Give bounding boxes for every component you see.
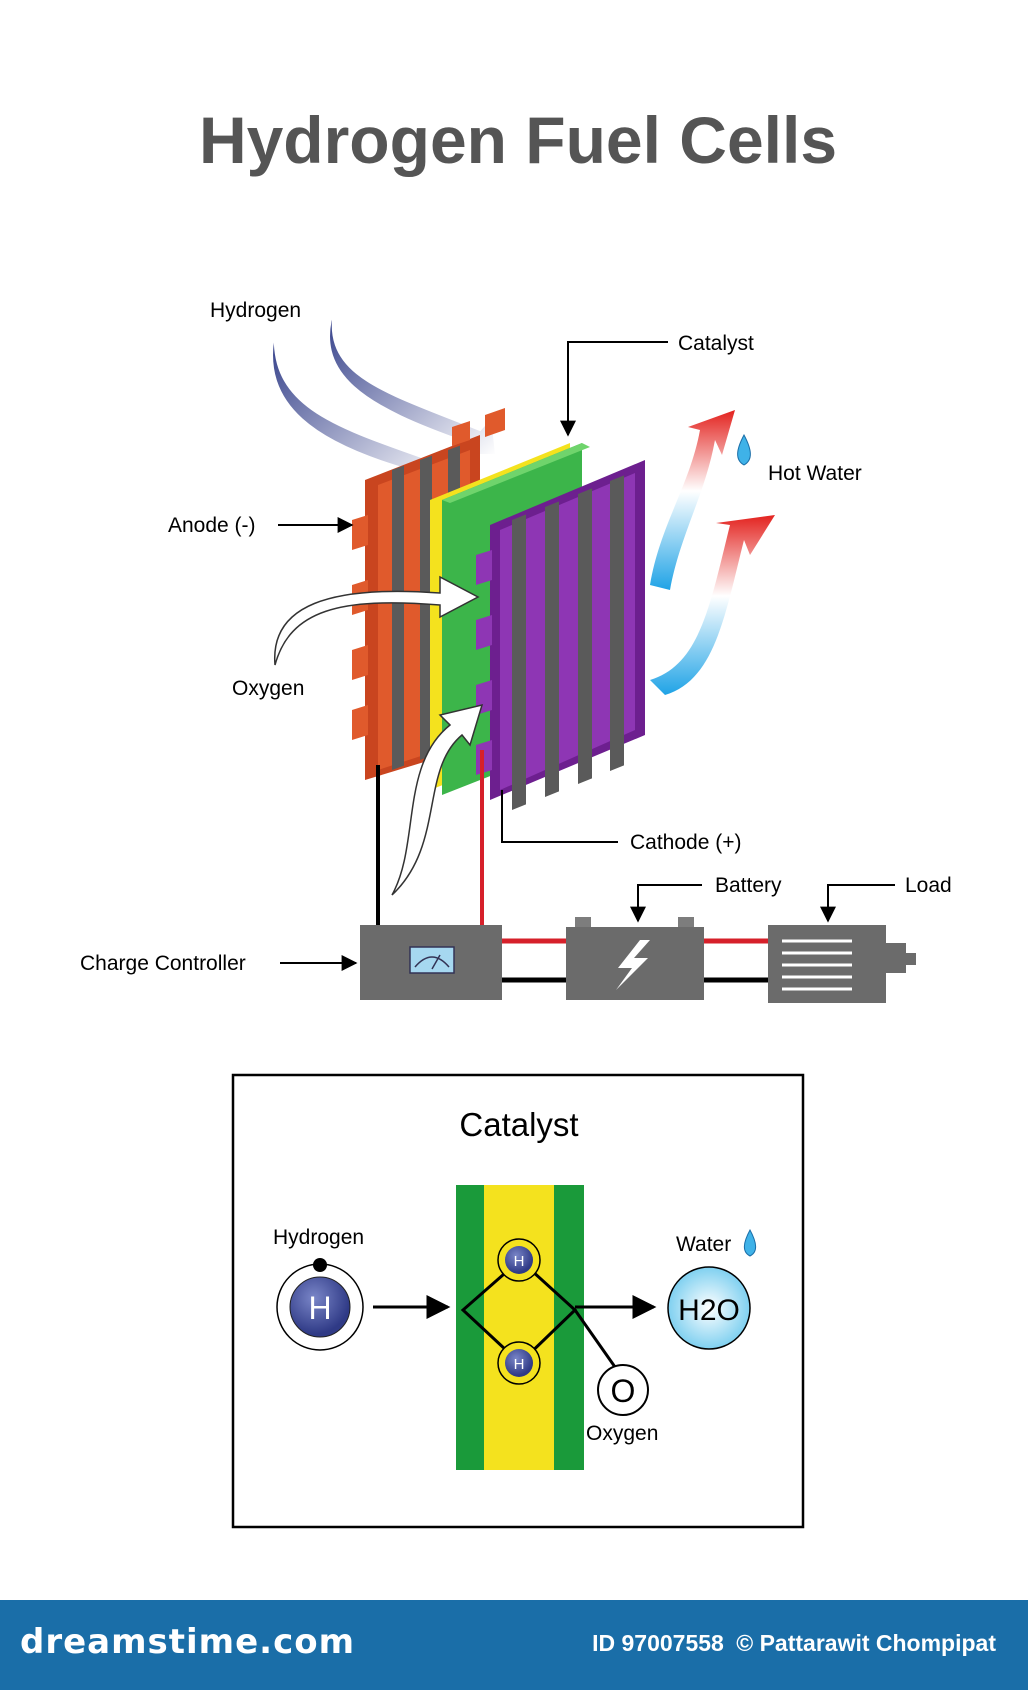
page-title: Hydrogen Fuel Cells xyxy=(199,103,837,177)
inset-title: Catalyst xyxy=(459,1106,578,1143)
water-drop-icon xyxy=(737,433,751,466)
hot-water-arrows xyxy=(650,410,775,695)
author-credit: © Pattarawit Chompipat xyxy=(736,1630,996,1656)
site-logo: dreamstime.com xyxy=(20,1622,356,1662)
cathode-plate xyxy=(476,460,645,810)
lightning-icon xyxy=(616,940,650,990)
load-motor xyxy=(768,925,916,1003)
catalyst-leader xyxy=(560,341,668,437)
oxygen-atom xyxy=(597,1364,649,1416)
oxygen-symbol: O xyxy=(611,1373,636,1409)
battery-leader xyxy=(630,884,702,923)
oxygen-arrows xyxy=(274,575,484,896)
image-credit: ID 97007558 © Pattarawit Chompipat xyxy=(592,1630,1002,1657)
inset-label-water: Water xyxy=(676,1233,731,1256)
hydrogen-symbol: H xyxy=(308,1290,331,1326)
h2o-molecule xyxy=(667,1266,751,1350)
label-cathode: Cathode (+) xyxy=(630,831,741,854)
label-anode: Anode (-) xyxy=(168,514,256,537)
inset-label-hydrogen: Hydrogen xyxy=(273,1226,364,1249)
label-load: Load xyxy=(905,874,952,897)
battery xyxy=(566,917,704,1000)
label-hot-water: Hot Water xyxy=(768,462,862,485)
hydrogen-electron xyxy=(313,1258,327,1272)
load-leader xyxy=(820,884,895,923)
inset-catalyst-layer xyxy=(484,1185,554,1470)
small-h-bottom: H xyxy=(514,1356,525,1373)
label-hydrogen: Hydrogen xyxy=(210,299,301,322)
label-charge-controller: Charge Controller xyxy=(80,952,246,975)
image-id: ID 97007558 xyxy=(592,1630,724,1656)
h2o-symbol: H2O xyxy=(678,1294,740,1327)
inset-label-oxygen: Oxygen xyxy=(586,1422,658,1445)
inset-water-drop-icon xyxy=(743,1228,757,1257)
footer-bar: dreamstime.com ID 97007558 © Pattarawit … xyxy=(0,1600,1028,1690)
label-battery: Battery xyxy=(715,874,782,897)
charge-controller xyxy=(360,925,502,1000)
small-h-top: H xyxy=(514,1253,525,1270)
hydrogen-nucleus xyxy=(289,1276,351,1338)
label-catalyst: Catalyst xyxy=(678,332,754,355)
label-oxygen: Oxygen xyxy=(232,677,304,700)
catalyst-inset: Catalyst Hydrogen H H H O Oxygen Water H… xyxy=(231,1073,805,1529)
cathode-leader xyxy=(501,790,618,843)
